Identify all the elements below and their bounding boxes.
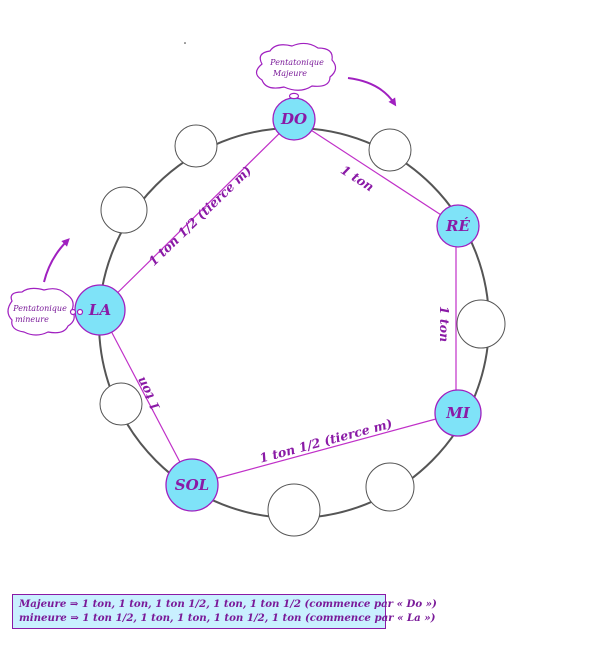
node-la-label: LA: [88, 301, 111, 319]
major-bubble-tail: [288, 92, 300, 100]
empty-note-slots: [99, 124, 506, 537]
minor-scale-bubble: Pentatonique mineure: [7, 287, 84, 336]
node-mi-circle: [434, 389, 482, 437]
edge-la-do: [99, 118, 295, 311]
node-sol: SOL: [165, 458, 219, 512]
empty-slot: [365, 462, 415, 512]
legend-minor-line: mineure ⇒ 1 ton 1/2, 1 ton, 1 ton, 1 ton…: [19, 612, 436, 624]
major-bubble-line1: Pentatonique: [269, 58, 324, 67]
node-sol-label: SOL: [175, 476, 209, 494]
empty-slot: [456, 299, 506, 349]
empty-slot: [368, 128, 412, 172]
node-sol-circle: [165, 458, 219, 512]
chromatic-circle: [98, 127, 490, 519]
edge-sol-la: [99, 309, 193, 486]
edge-mi-sol: [191, 412, 459, 486]
empty-slot: [100, 186, 148, 234]
minor-bubble-tail-1: [69, 308, 77, 316]
major-bubble-cloud: [255, 42, 337, 91]
empty-slot: [267, 483, 321, 537]
minor-bubble-line2: mineure: [15, 315, 49, 324]
node-mi-label: MI: [445, 404, 471, 422]
minor-bubble-tail-2: [76, 308, 84, 316]
pentagon-edges: [99, 118, 459, 486]
empty-slot: [174, 124, 218, 168]
minor-bubble-line1: Pentatonique: [12, 304, 67, 313]
empty-slot: [99, 382, 143, 426]
node-do-label: DO: [280, 110, 307, 128]
minor-bubble-cloud: [7, 287, 75, 336]
legend-box: Majeure ⇒ 1 ton, 1 ton, 1 ton 1/2, 1 ton…: [12, 594, 437, 629]
edge-label-mi-sol: 1 ton 1/2 (tierce m): [258, 416, 394, 466]
node-re-circle: [436, 204, 480, 248]
stray-dot: [184, 42, 186, 44]
legend-major-line: Majeure ⇒ 1 ton, 1 ton, 1 ton 1/2, 1 ton…: [19, 598, 437, 610]
node-mi: MI: [434, 389, 482, 437]
edge-label-do-re: 1 ton: [338, 162, 377, 194]
node-do: DO: [272, 97, 316, 141]
edge-label-re-mi: 1 ton: [437, 306, 452, 342]
major-bubble-line2: Majeure: [272, 69, 307, 78]
major-scale-bubble: Pentatonique Majeure: [255, 42, 337, 100]
major-direction-arrow: [347, 77, 397, 107]
minor-direction-arrow: [43, 238, 70, 283]
node-re: RÉ: [436, 204, 480, 248]
node-la: LA: [74, 284, 126, 336]
node-re-label: RÉ: [445, 217, 470, 235]
edge-do-re: [293, 118, 459, 227]
